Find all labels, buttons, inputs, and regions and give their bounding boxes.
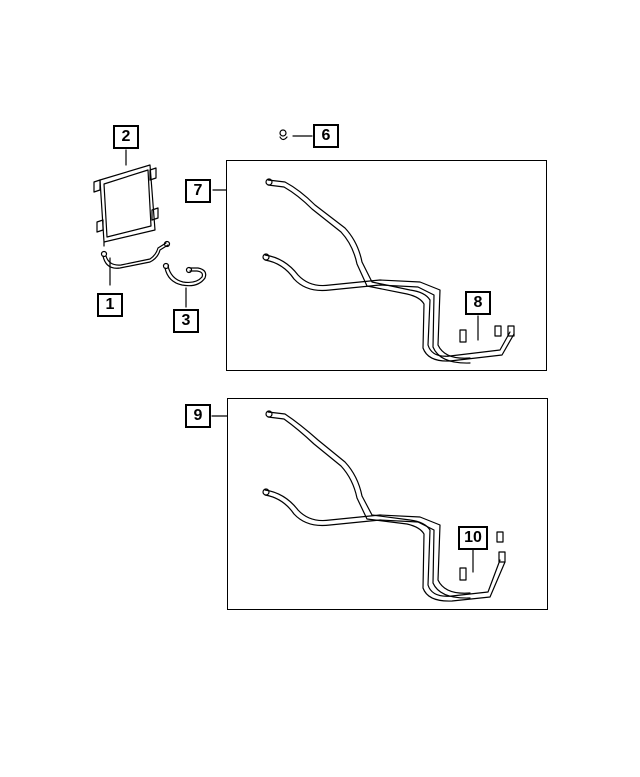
callout-7: 7 — [185, 179, 211, 203]
callout-8: 8 — [465, 291, 491, 315]
hose-assembly-7 — [262, 178, 515, 364]
callout-6: 6 — [313, 124, 339, 148]
cooler-line-part-1 — [100, 240, 171, 269]
cooler-line-part-3 — [162, 262, 207, 287]
clip-part-6 — [279, 129, 288, 141]
callout-3: 3 — [173, 309, 199, 333]
callout-9: 9 — [185, 404, 211, 428]
oil-cooler-part — [93, 164, 159, 247]
assembly-panel-7 — [226, 160, 547, 371]
callout-1: 1 — [97, 293, 123, 317]
assembly-panel-9 — [227, 398, 548, 610]
hose-assembly-9 — [262, 410, 506, 602]
callout-10: 10 — [458, 526, 488, 550]
callout-2: 2 — [113, 125, 139, 149]
